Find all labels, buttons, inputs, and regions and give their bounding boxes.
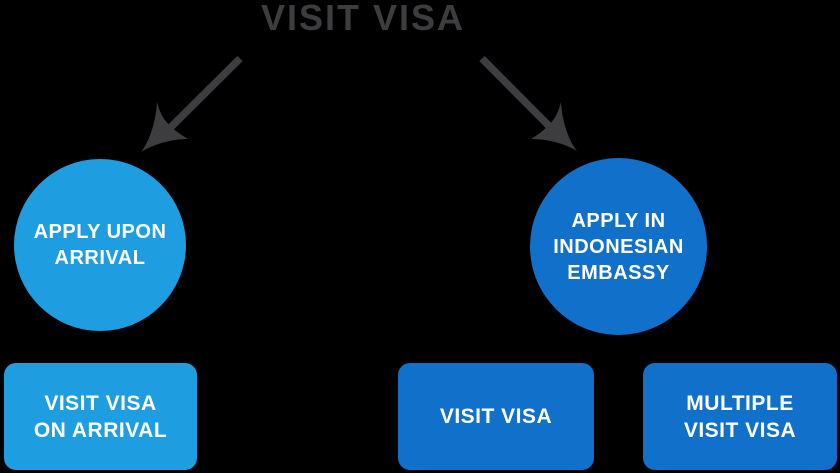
leaf-visit-visa-on-arrival: VISIT VISA ON ARRIVAL (4, 363, 197, 470)
leaf-multiple-visit-visa: MULTIPLE VISIT VISA (643, 363, 837, 470)
leaf-label-line: VISIT VISA (683, 418, 797, 442)
node-apply-upon-arrival: APPLY UPON ARRIVAL (14, 159, 186, 331)
node-label-line: EMBASSY (567, 261, 670, 284)
node-apply-in-indonesian-embassy: APPLY IN INDONESIAN EMBASSY (530, 158, 707, 335)
node-label-line: INDONESIAN (553, 235, 684, 258)
diagram-title: VISIT VISA (260, 0, 466, 38)
node-label-line: APPLY UPON (33, 221, 167, 243)
leaf-label-line: VISIT VISA (44, 391, 157, 415)
leaf-label-line: VISIT VISA (439, 405, 553, 428)
leaf-label-line: MULTIPLE (686, 391, 794, 415)
leaf-visit-visa: VISIT VISA (398, 363, 594, 470)
arrow-to-arrival-icon (141, 55, 243, 152)
leaf-label-line: ON ARRIVAL (33, 418, 168, 442)
node-label-line: ARRIVAL (54, 247, 146, 269)
arrow-to-embassy-icon (479, 55, 577, 151)
node-label-line: APPLY IN (571, 209, 666, 232)
